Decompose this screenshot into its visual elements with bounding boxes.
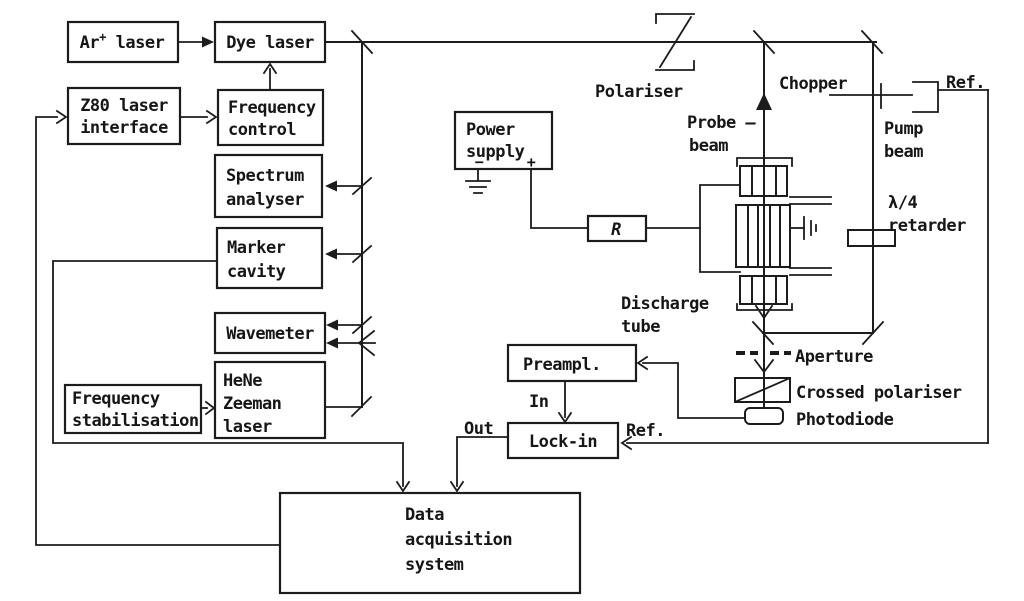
marker-cavity-label-2: cavity xyxy=(227,262,286,282)
preamplifier-box xyxy=(506,343,638,383)
retarder-label-2: retarder xyxy=(888,216,966,236)
hene-zeeman-laser-label-1: HeNe xyxy=(223,371,262,391)
lock-in-box xyxy=(506,421,620,460)
ar-laser-box xyxy=(66,20,180,64)
discharge-tube-label-2: tube xyxy=(621,317,660,337)
arrow-frequency-control-to-dye xyxy=(262,62,278,75)
power-supply-label-1: Power xyxy=(466,120,515,140)
resistor-box xyxy=(586,214,648,243)
arrow-marker-line-into-daq xyxy=(395,480,411,493)
z80-interface-label-2: interface xyxy=(80,118,168,138)
ground-symbol xyxy=(465,168,491,194)
dye-laser-box xyxy=(213,20,327,64)
resistor-label: R xyxy=(611,220,621,240)
data-acquisition-label-1: Data xyxy=(405,505,444,525)
arrow-into-frequency-control xyxy=(205,109,218,125)
arrow-into-spectrum-analyser xyxy=(325,180,337,192)
lock-in-output-label: Out xyxy=(464,419,493,439)
arrow-into-dye-laser xyxy=(202,36,214,48)
probe-beam-label-2: beam xyxy=(689,136,728,156)
lock-in-input-label: In xyxy=(529,392,548,412)
probe-beam-label-1: Probe – xyxy=(687,113,756,133)
pump-beam-label-1: Pump xyxy=(884,119,923,139)
arrow-photodiode-into-preamp xyxy=(636,355,649,371)
ref-top-label: Ref. xyxy=(946,73,985,93)
arrow-into-wavemeter-lower xyxy=(326,337,338,349)
lock-in-label: Lock-in xyxy=(529,432,597,452)
arrow-lockin-out-into-daq xyxy=(449,480,465,493)
crossed-polariser-symbol xyxy=(733,376,792,404)
tube-left-bracket xyxy=(699,184,741,273)
retarder-label-1: λ/4 xyxy=(888,193,917,213)
frequency-control-label-2: control xyxy=(228,120,296,140)
arrow-into-marker-cavity xyxy=(325,248,337,260)
photodiode-symbol xyxy=(744,407,784,425)
frequency-stabilisation-label-1: Frequency xyxy=(72,389,160,409)
power-wiring xyxy=(530,168,701,229)
tube-electrode-blocks xyxy=(735,165,791,305)
data-acquisition-label-2: acquisition xyxy=(405,530,512,550)
hene-zeeman-laser-box xyxy=(213,360,327,440)
tube-outline xyxy=(736,157,832,311)
polariser-symbol xyxy=(655,13,695,71)
quarter-wave-retarder-symbol xyxy=(847,229,896,247)
diagnostic-branch-lines xyxy=(324,185,376,408)
ref-bottom-label: Ref. xyxy=(626,421,665,441)
data-acquisition-box xyxy=(278,491,582,595)
wavemeter-box xyxy=(213,311,327,355)
wavemeter-label: Wavemeter xyxy=(226,324,314,344)
tube-side-electrode-symbol xyxy=(803,216,817,240)
spectrum-analyser-label-2: analyser xyxy=(226,190,304,210)
crossed-polariser-label: Crossed polariser xyxy=(796,383,962,403)
discharge-tube-label-1: Discharge xyxy=(621,294,709,314)
marker-cavity-label-1: Marker xyxy=(227,238,286,258)
pump-beam-label-2: beam xyxy=(884,142,923,162)
z80-interface-label-1: Z80 laser xyxy=(80,96,168,116)
arrow-into-z80-interface xyxy=(55,109,68,125)
hene-zeeman-laser-label-2: Zeeman xyxy=(223,394,281,414)
dye-laser-label: Dye laser xyxy=(226,33,314,53)
spectrum-analyser-label-1: Spectrum xyxy=(226,166,304,186)
preamplifier-label: Preampl. xyxy=(523,355,601,375)
frequency-control-label-1: Frequency xyxy=(228,98,316,118)
arrow-into-crossed-polariser xyxy=(753,358,775,374)
aperture-label: Aperture xyxy=(795,347,873,367)
chopper-label: Chopper xyxy=(779,74,847,94)
power-supply-box xyxy=(453,110,554,171)
control-wiring xyxy=(35,41,989,546)
arrow-into-wavemeter-upper xyxy=(326,319,338,331)
discharge-tube-symbol xyxy=(699,157,832,311)
power-supply-plus-terminal: + xyxy=(527,153,536,171)
chopper-symbol xyxy=(829,81,939,113)
spectrum-analyser-box xyxy=(213,153,324,219)
z80-interface-box xyxy=(66,86,182,146)
polariser-label: Polariser xyxy=(595,82,683,102)
data-acquisition-label-3: system xyxy=(405,555,464,575)
marker-cavity-box xyxy=(215,226,324,290)
ar-laser-label: Ar+ laser xyxy=(80,30,165,53)
frequency-stabilisation-box xyxy=(63,383,203,435)
probe-beam-up-arrow xyxy=(756,93,772,110)
frequency-control-box xyxy=(216,88,325,147)
frequency-stabilisation-label-2: stabilisation xyxy=(72,411,199,431)
power-supply-minus-terminal: − xyxy=(475,153,484,171)
power-supply-label-2: supply xyxy=(466,142,525,162)
arrow-ref-into-lockin xyxy=(620,435,633,451)
hene-zeeman-laser-label-3: laser xyxy=(223,417,272,437)
photodiode-label: Photodiode xyxy=(796,410,894,430)
